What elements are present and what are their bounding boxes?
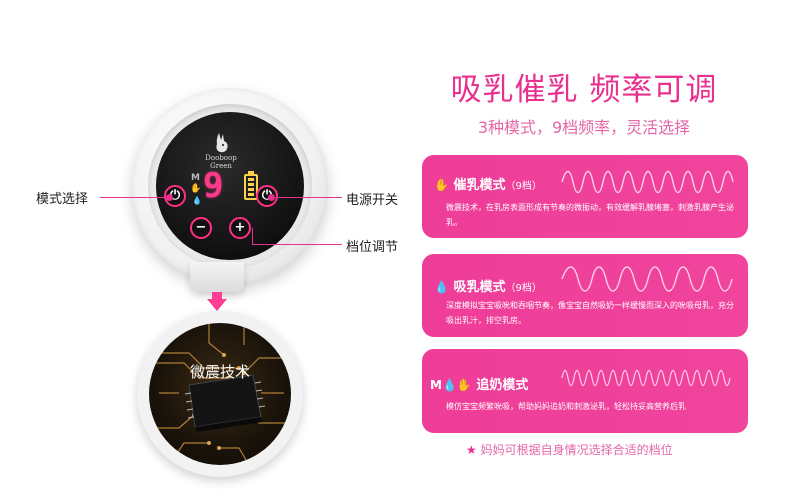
level-down-button[interactable]: − [190,217,212,239]
chip-label: 微震技术 [189,363,250,381]
page-subtitle: 3种模式，9档频率，灵活选择 [477,118,691,137]
mode-level: （9档） [505,181,542,192]
callout-mode-select: 模式选择 [36,192,89,207]
callout-line-mode [100,197,168,198]
wave-icon [561,170,734,194]
level-display: 9 [203,166,224,206]
callout-level-adjust: 档位调节 [346,240,399,255]
mode-level: （9档） [505,283,542,294]
mode-name: 吸乳模式 [453,280,506,295]
hand-icon: ✋ [190,184,202,194]
page-title: 吸乳催乳 频率可调 [450,72,718,108]
brand-logo-line2: Green [210,162,232,170]
callout-power-switch: 电源开关 [346,193,399,208]
drop-icon: 💧 [192,196,202,205]
mode-name: 追奶模式 [476,378,529,393]
mode-prefix: M [430,378,442,392]
hand-icon: ✋ [434,178,449,192]
device-neck [190,262,244,292]
mode-description: 模仿宝宝频繁吮吸，帮助妈妈追奶和刺激泌乳，轻松持妥高营养后乳 [446,402,686,411]
star-icon: ★ [466,443,477,457]
callout-line-level [252,244,342,245]
mode-card-stimulate: ✋ 催乳模式（9档） 微震技术，在乳房表面形成有节奏的微振动，有效缓解乳腺堵塞，… [422,155,748,238]
wave-icon [561,266,733,292]
mode-name: 催乳模式 [453,178,506,193]
mode-card-suction: 💧 吸乳模式（9档） 深度模拟宝宝吸吮和吞咽节奏，像宝宝自然吸奶一样缓慢而深入的… [422,254,748,337]
mode-card-title: 💧 吸乳模式（9档） [434,276,542,295]
level-up-button[interactable]: + [229,217,251,239]
circuit-traces-icon [149,323,291,465]
circuit-board-image [149,323,291,465]
mode-card-title: M💧✋ 追奶模式 [430,374,528,393]
brand-logo: Dooboop Green [196,154,246,170]
mode-card-title: ✋ 催乳模式（9档） [434,174,542,193]
brand-logo-line1: Dooboop [205,154,237,162]
mode-description: 微震技术，在乳房表面形成有节奏的微振动，有效缓解乳腺堵塞，刺激乳腺产生泌乳。 [446,203,734,227]
down-arrow-icon [207,299,227,311]
mode-card-boost: M💧✋ 追奶模式 模仿宝宝频繁吮吸，帮助妈妈追奶和刺激泌乳，轻松持妥高营养后乳 [422,349,748,433]
mode-button[interactable]: ⏻ [164,185,186,207]
m-drop-hand-icon: M💧✋ [430,378,472,392]
footnote-text: 妈妈可根据自身情况选择合适的档位 [480,443,673,457]
bunny-logo-icon [216,133,228,153]
battery-cap [248,171,254,174]
callout-dot-mode [166,194,173,201]
mode-description: 深度模拟宝宝吸吮和吞咽节奏，像宝宝自然吸奶一样缓慢而深入的吮吸母乳，充分吸出乳汁… [446,301,734,325]
callout-line-power [272,197,342,198]
power-button[interactable]: ⏻ [256,185,278,207]
down-arrow-stem [212,292,222,300]
footnote: ★ 妈妈可根据自身情况选择合适的档位 [466,441,716,458]
battery-icon [244,174,258,200]
wave-icon [561,369,731,387]
mode-indicator-m: M [191,173,200,183]
callout-dot-power [268,194,275,201]
drop-icon: 💧 [434,280,449,294]
callout-line-level-vertical [252,228,253,244]
